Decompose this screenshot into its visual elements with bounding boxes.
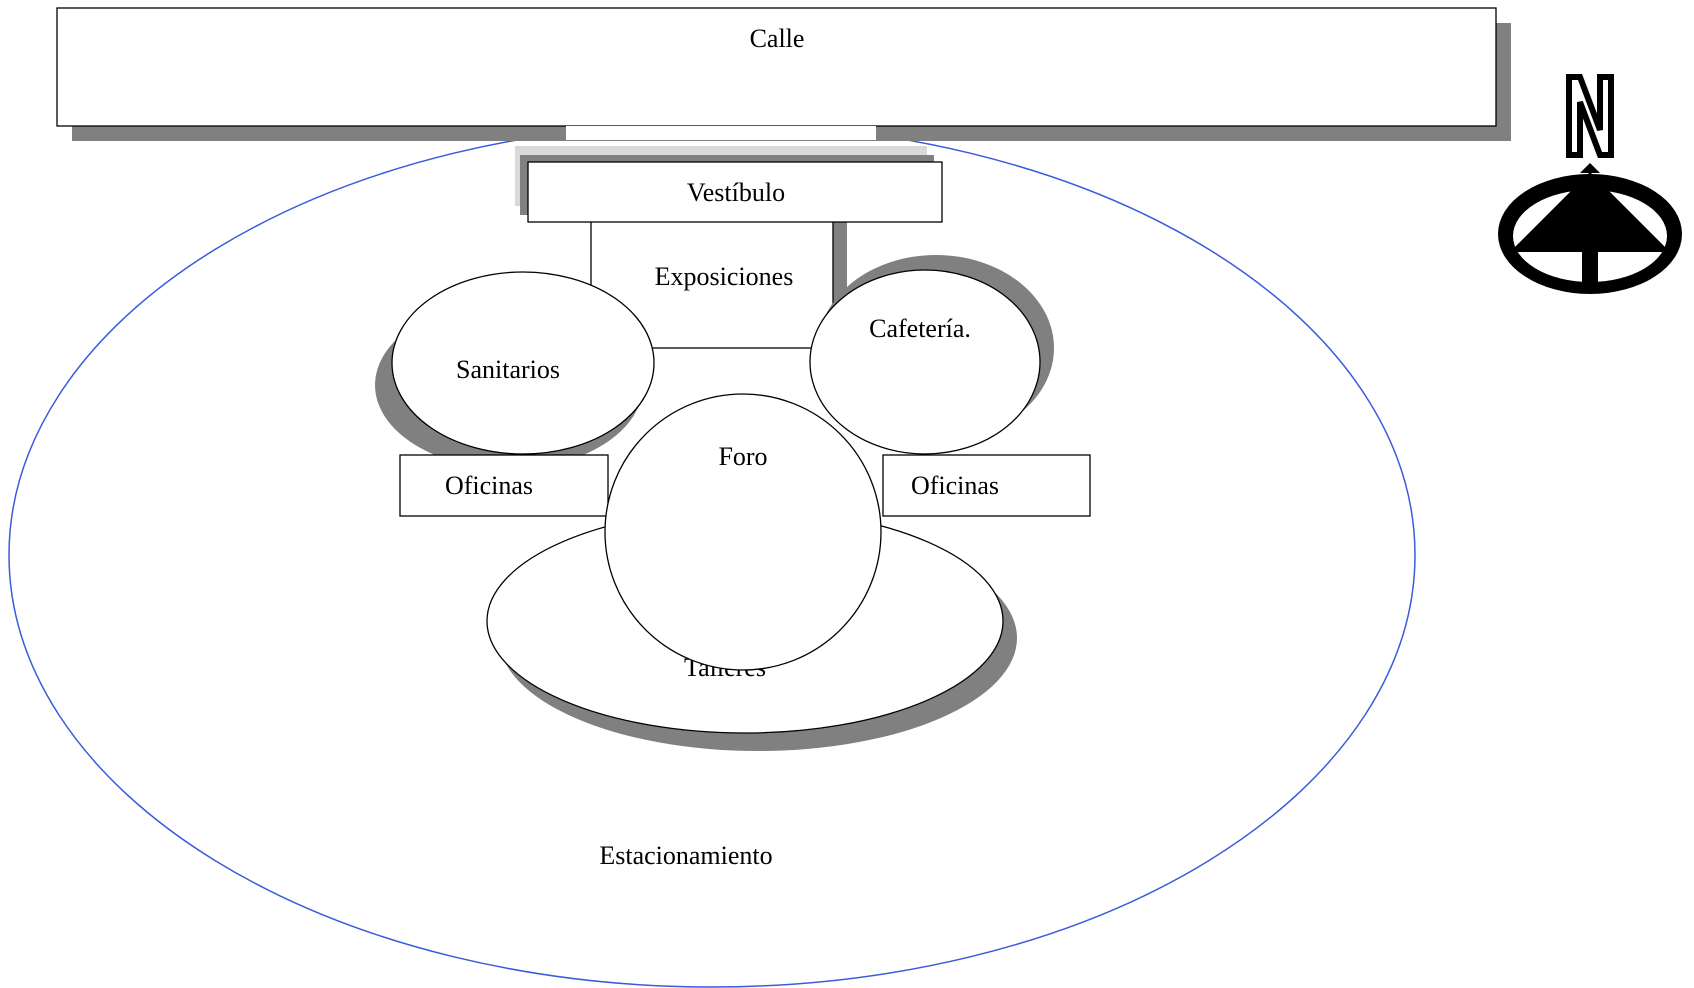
north-arrow-icon bbox=[1498, 74, 1682, 294]
cafeteria-label: Cafetería. bbox=[869, 314, 971, 343]
forum-circle bbox=[604, 393, 882, 671]
vestibule-block bbox=[527, 161, 943, 223]
exhibitions-shadow bbox=[833, 220, 847, 310]
cafeteria-circle bbox=[809, 269, 1041, 455]
offices-left-block bbox=[399, 454, 609, 517]
street-block bbox=[56, 7, 1497, 127]
north-stem bbox=[1582, 252, 1598, 286]
restrooms-circle bbox=[391, 271, 655, 455]
offices-left-label: Oficinas bbox=[445, 471, 533, 500]
parking-label: Estacionamiento bbox=[599, 841, 772, 870]
exhibitions-block bbox=[590, 207, 834, 349]
north-letter-n bbox=[1566, 74, 1614, 158]
offices-right-block bbox=[882, 454, 1091, 517]
restrooms-label: Sanitarios bbox=[456, 355, 560, 384]
exhibitions-label: Exposiciones bbox=[655, 262, 794, 291]
street-label: Calle bbox=[750, 24, 805, 53]
north-arrow-tip bbox=[1580, 163, 1600, 173]
forum-label: Foro bbox=[718, 442, 767, 471]
north-triangle bbox=[1510, 172, 1670, 252]
offices-right-label: Oficinas bbox=[911, 471, 999, 500]
vestibule-label: Vestíbulo bbox=[687, 178, 785, 207]
vestibule-light-shadow-top bbox=[566, 126, 876, 140]
